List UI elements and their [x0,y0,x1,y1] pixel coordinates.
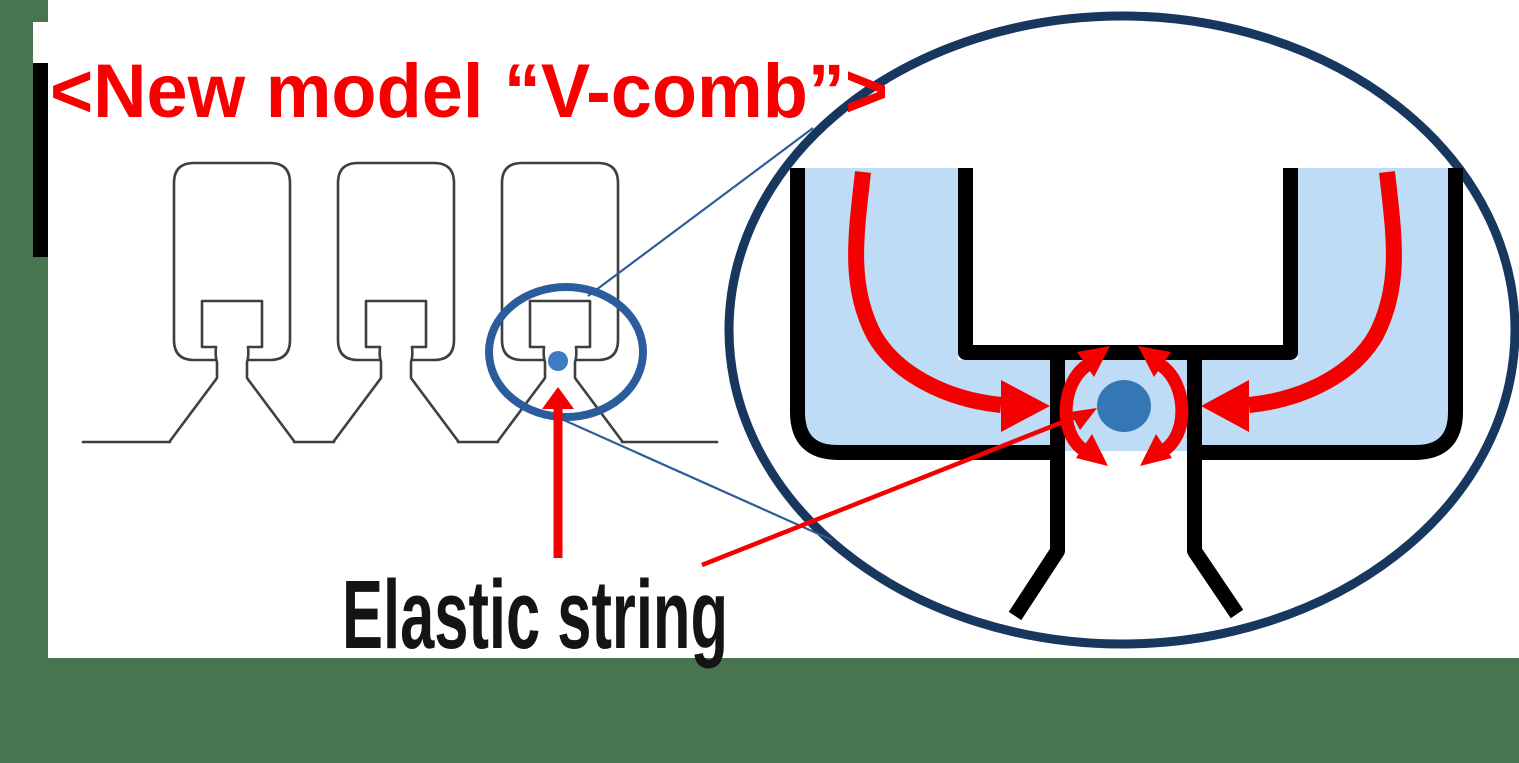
callout-line-upper [587,127,814,297]
flow-arrowhead-right [1201,380,1249,432]
swirl-arrowhead-right-bottom [1140,434,1172,466]
pointer-arrowhead-vertical [542,387,574,409]
tooth-inner-rect [364,299,428,349]
left-black-bar [33,63,48,257]
throat-wall-right [1187,356,1244,619]
channel-walls [790,168,1463,621]
tooth-neck-right [409,345,460,443]
comb-tooth-3 [496,161,624,443]
bottom-green-band [0,658,1519,763]
elastic-string-dot-small [548,351,568,371]
tooth-neck-right [245,345,296,443]
elastic-string-dot-large [1097,380,1151,432]
comb-sketch [81,161,719,444]
pointer-arrowhead-diagonal [1070,408,1097,430]
swirl-arrowhead-left-top [1077,346,1110,377]
liquid-fill [805,168,1448,451]
tooth-neck-right [573,345,624,443]
tooth-neck-left [168,345,219,443]
tooth-outer-outline [500,161,620,362]
callout-connectors [556,127,833,542]
tooth-neck-left [496,345,547,443]
outer-container-wall [790,168,1463,460]
detail-view [790,168,1463,621]
comb-tooth-1 [168,161,296,443]
flow-arrow-heads [1001,346,1249,466]
pointer-line-diagonal [701,411,1084,568]
flow-arrow-right-curve [1248,171,1402,413]
flow-arrowhead-left [1001,380,1050,432]
tooth-inner-rect [528,299,592,349]
highlight-circle [485,283,647,421]
callout-line-lower [556,415,833,542]
pointers [542,387,1084,568]
elastic-string-label: Elastic string [342,560,728,669]
tooth-inner-rect [200,299,264,349]
throat-wall-left [1008,356,1065,621]
inner-tooth-wall [958,168,1298,360]
tooth-neck-left [332,345,383,443]
swirl-arrowhead-right-top [1138,346,1171,377]
flow-arrow-left-curve [848,171,1002,413]
tooth-outer-outline [172,161,292,362]
swirl-arrowhead-left-bottom [1076,434,1108,466]
comb-tooth-2 [332,161,460,443]
tooth-outer-outline [336,161,456,362]
page-title: <New model “V-comb”> [50,49,888,134]
